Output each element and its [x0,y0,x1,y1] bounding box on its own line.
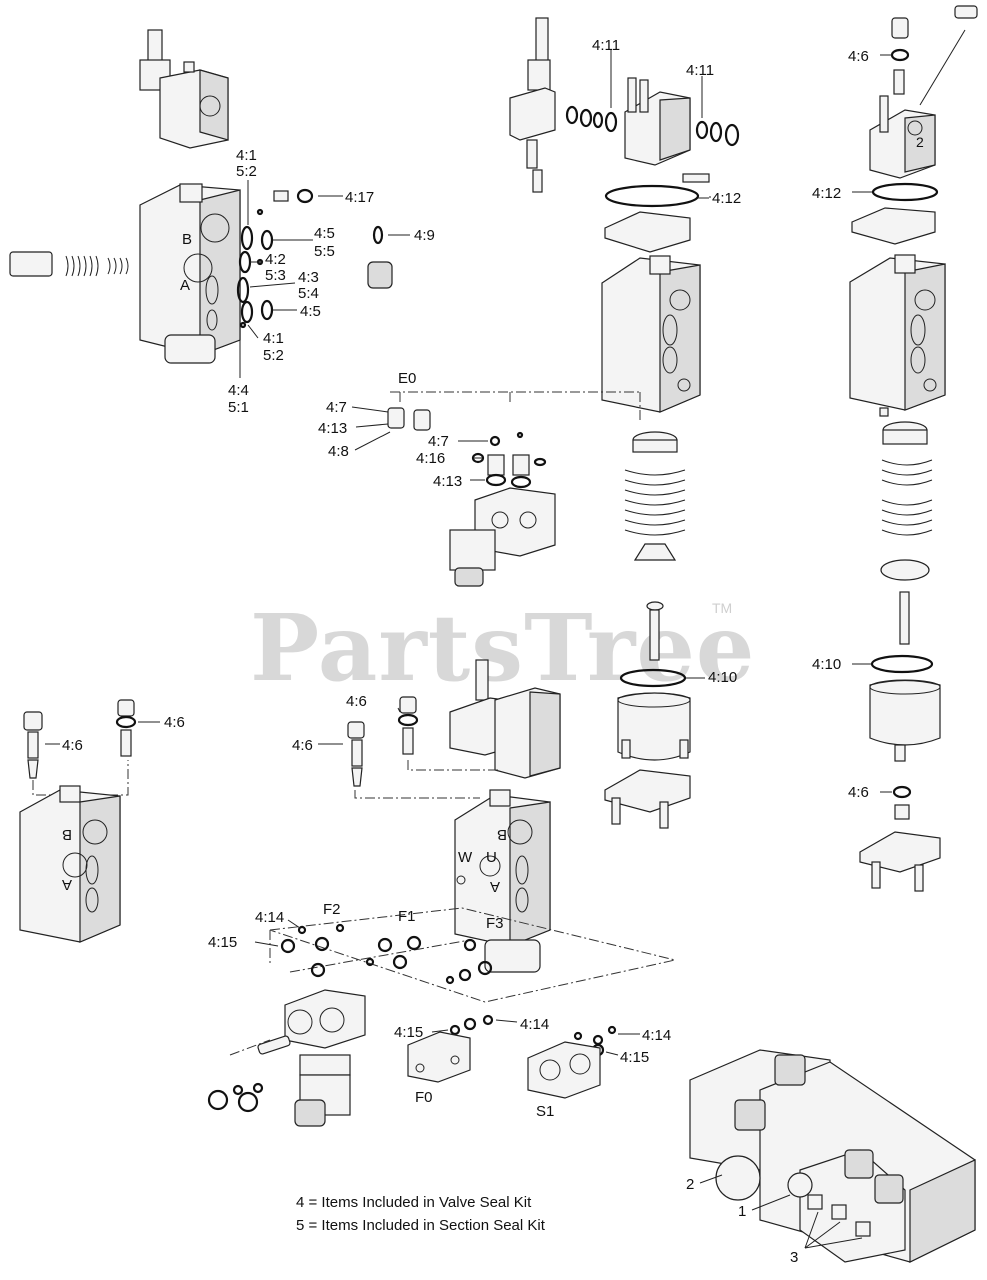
bottom-left-valve-block [19,699,160,943]
callout-4-7-a: 4:7 [326,399,347,416]
section-s1-label: S1 [536,1103,554,1120]
callout-4-11-a: 4:11 [592,37,620,54]
callout-4-6-left-1: 4:6 [62,737,83,754]
callout-4-9: 4:9 [414,227,435,244]
callout-2-small: 2 [916,134,924,150]
callout-4-10-a: 4:10 [708,669,737,686]
top-center-valve-assembly [509,17,740,413]
bottom-center-valve-block [318,659,561,973]
port-b-label-1: B [182,231,192,248]
callout-4-5-a: 4:5 [314,225,335,242]
callout-4-14-a: 4:14 [255,909,284,926]
callout-4-14-b: 4:14 [520,1016,549,1033]
callout-5-1: 5:1 [228,399,249,416]
callout-4-11-b: 4:11 [686,62,714,79]
top-left-valve-assembly [9,29,410,378]
port-a-label-1: A [180,277,190,294]
top-right-valve-assembly [849,5,978,411]
callout-4-3: 4:3 [298,269,319,286]
callout-4-1-top: 4:1 [236,147,257,164]
callout-4-6-left-2: 4:6 [164,714,185,731]
watermark-text: PartsTree [250,594,755,702]
section-e0-label: E0 [398,370,416,387]
section-f3-label: F3 [486,915,504,932]
callout-4-12-right: 4:12 [812,185,841,202]
center-spring-stack [604,431,705,829]
callout-4-8: 4:8 [328,443,349,460]
callout-4-13-a: 4:13 [318,420,347,437]
callout-4-5-b: 4:5 [300,303,321,320]
bottom-right-manifold-assembly [689,1049,976,1263]
callout-4-13-b: 4:13 [433,473,462,490]
port-w-label: W [458,849,473,866]
callout-4-6-right-2: 4:6 [848,784,869,801]
callout-labels: 4:1 5:2 4:17 4:5 5:5 4:2 5:3 4:3 5:4 4:5… [62,37,924,1266]
callout-5-3: 5:3 [265,267,286,284]
port-b-label-2: B [62,826,72,843]
section-f1-label: F1 [398,908,416,925]
callout-4-2: 4:2 [265,251,286,268]
section-f0-label: F0 [415,1089,433,1106]
callout-4-17: 4:17 [345,189,374,206]
callout-5-5: 5:5 [314,243,335,260]
callout-4-10-right: 4:10 [812,656,841,673]
reference-1-label: 1 [738,1203,746,1220]
port-b-label-3: B [497,826,507,843]
right-spring-stack [852,407,941,892]
callout-5-4: 5:4 [298,285,319,302]
reference-2-label: 2 [686,1176,694,1193]
port-a-label-3: A [490,878,500,895]
e0-solenoid-assembly [351,391,641,587]
callout-4-6-top-right: 4:6 [848,48,869,65]
legend-valve-seal-kit: 4 = Items Included in Valve Seal Kit [296,1194,532,1211]
callout-4-15-a: 4:15 [208,934,237,951]
callout-4-15-c: 4:15 [620,1049,649,1066]
callout-4-14-c: 4:14 [642,1027,671,1044]
legend-section-seal-kit: 5 = Items Included in Section Seal Kit [296,1217,545,1234]
callout-4-16: 4:16 [416,450,445,467]
port-a-label-2: A [62,876,72,893]
callout-4-15-b: 4:15 [394,1024,423,1041]
watermark-trademark: TM [712,600,732,616]
callout-4-12-a: 4:12 [712,190,741,207]
callout-4-7-b: 4:7 [428,433,449,450]
section-f2-label: F2 [323,901,341,918]
port-u-label: U [486,849,497,866]
reference-3-label: 3 [790,1249,798,1266]
callout-4-6-mid-2: 4:6 [292,737,313,754]
callout-5-2-top: 5:2 [236,163,257,180]
callout-4-4: 4:4 [228,382,249,399]
callout-5-2-bottom: 5:2 [263,347,284,364]
callout-4-6-mid-1: 4:6 [346,693,367,710]
f-section-seals [207,907,676,1127]
callout-4-1-bottom: 4:1 [263,330,284,347]
